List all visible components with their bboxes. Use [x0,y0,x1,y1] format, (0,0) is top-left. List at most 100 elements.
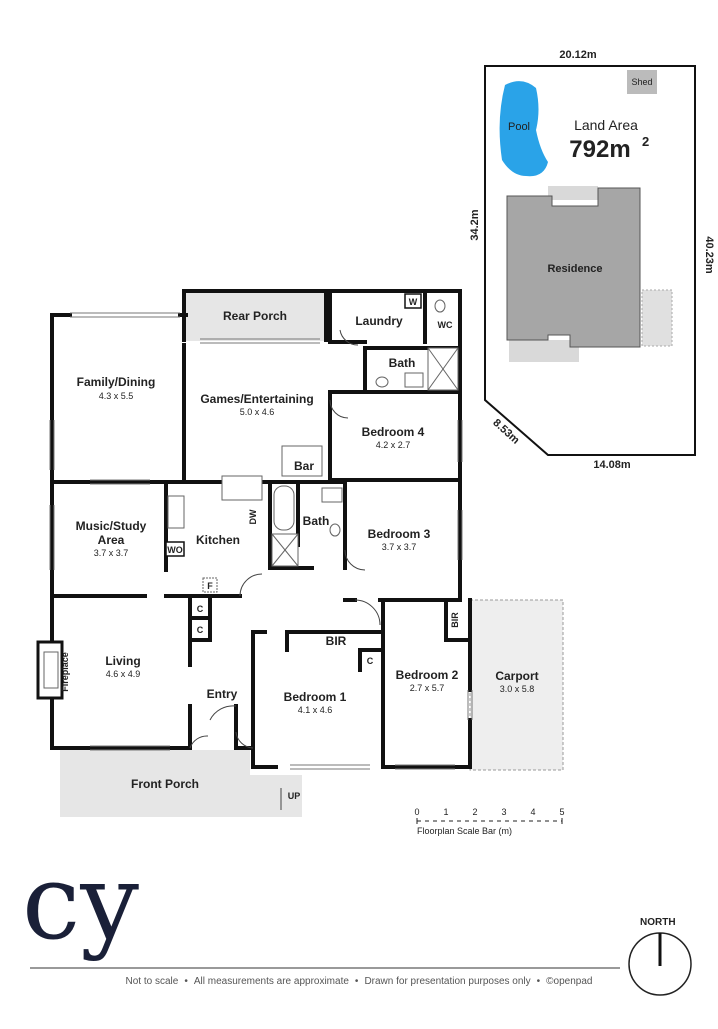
toilet-lower [329,523,341,537]
front-porch-step [250,775,302,817]
scale-caption: Floorplan Scale Bar (m) [417,826,512,836]
shed-box [627,70,657,94]
music-study-label-2: Area [98,533,125,547]
outdoor-areas [60,291,564,817]
bir-bedroom2-label: BIR [450,612,460,628]
footer-item-3: Drawn for presentation purposes only [364,976,531,987]
front-porch-area [60,750,250,817]
footer-item-2: All measurements are approximate [193,976,349,987]
fireplace-label: Fireplace [60,652,70,692]
up-label: UP [288,791,301,801]
wo-label: WO [167,545,183,555]
site-depth-right: 40.23m [703,236,715,274]
residence-carport [641,289,673,347]
living-label: Living [105,654,140,668]
music-study-label-1: Music/Study [76,519,147,533]
carport-label: Carport [495,669,538,683]
vanity-upper [404,372,424,388]
bedroom4-dimensions: 4.2 x 2.7 [376,440,411,450]
carport-dimensions: 3.0 x 5.8 [500,684,535,694]
closet-c3-label: C [367,656,374,666]
scale-tick-3: 3 [501,807,506,817]
closet-c1-label: C [197,604,204,614]
scale-tick-2: 2 [472,807,477,817]
scale-bar: 0 1 2 3 4 5 Floorplan Scale Bar (m) [414,807,564,836]
carport-area [469,599,564,771]
bedroom1-dimensions: 4.1 x 4.6 [298,705,333,715]
site-plan: Pool Shed Land Area 792m 2 Residence 20.… [469,49,715,471]
north-compass [628,932,692,996]
doors [189,329,381,749]
footer-bullet-2: • [354,976,359,987]
bath-upper-label: Bath [389,356,416,370]
windows [49,312,473,770]
bedroom2-label: Bedroom 2 [396,668,459,682]
f-box [202,577,218,593]
games-dimensions: 5.0 x 4.6 [240,407,275,417]
north-label: NORTH [640,917,676,928]
wc-label: WC [438,320,453,330]
logo: cy [22,841,139,963]
scale-tick-5: 5 [559,807,564,817]
openpad-icon: © [546,976,554,987]
laundry-label: Laundry [355,314,403,328]
bedroom3-dimensions: 3.7 x 3.7 [382,542,417,552]
land-area-value: 792m [569,136,630,163]
kitchen-bench [221,475,263,501]
bedroom2-dimensions: 2.7 x 5.7 [410,683,445,693]
bedroom1-label: Bedroom 1 [284,690,347,704]
residence-rear-porch [548,186,598,200]
rear-porch-label: Rear Porch [223,309,287,323]
toilet-wc [434,299,446,313]
room-labels: Rear Porch Laundry W WC Bath Family/Dini… [60,293,539,810]
kitchen-cooktop [167,495,185,529]
rear-porch-area [184,291,326,341]
footer-bullet-1: • [184,976,188,987]
site-depth-left: 34.2m [469,209,481,240]
w-box [404,293,422,309]
games-label: Games/Entertaining [200,392,313,406]
closet-c2-label: C [197,625,204,635]
family-dining-dimensions: 4.3 x 5.5 [99,391,134,401]
bath-lower-label: Bath [303,514,330,528]
music-study-dimensions: 3.7 x 3.7 [94,548,129,558]
land-area-label: Land Area [574,117,638,133]
scale-tick-0: 0 [414,807,419,817]
land-area-superscript: 2 [642,134,649,149]
residence-front-porch [509,340,579,362]
f-label: F [207,581,213,591]
residence-footprint [506,187,641,348]
fixtures [36,299,459,700]
pool-label: Pool [508,121,530,133]
bir-bedroom1-label: BIR [326,634,347,648]
footer-bullet-3: • [536,976,541,987]
residence-label: Residence [547,263,602,275]
site-width-top: 20.12m [559,49,597,61]
fireplace-inner [43,651,59,689]
dw-label: DW [248,509,258,524]
toilet-upper [375,376,389,388]
footer: Not to scale • All measurements are approx… [0,976,718,987]
entry-label: Entry [207,687,238,701]
shed-label: Shed [631,77,652,87]
w-label: W [409,297,418,307]
footer-brand: openpad [553,976,593,987]
walls [50,289,472,769]
site-bottom-edge: 14.08m [593,459,631,471]
scale-tick-4: 4 [530,807,535,817]
scale-tick-1: 1 [443,807,448,817]
bar-counter [281,445,323,477]
pool-shape [499,81,548,177]
vanity-lower [321,487,343,503]
living-dimensions: 4.6 x 4.9 [106,669,141,679]
footer-item-1: Not to scale [125,976,179,987]
bedroom3-label: Bedroom 3 [368,527,431,541]
family-dining-label: Family/Dining [77,375,156,389]
wo-box [165,541,185,557]
bar-label: Bar [294,459,314,473]
kitchen-label: Kitchen [196,533,240,547]
bedroom4-label: Bedroom 4 [362,425,425,439]
bath-tub [273,485,295,531]
front-porch-label: Front Porch [131,777,199,791]
